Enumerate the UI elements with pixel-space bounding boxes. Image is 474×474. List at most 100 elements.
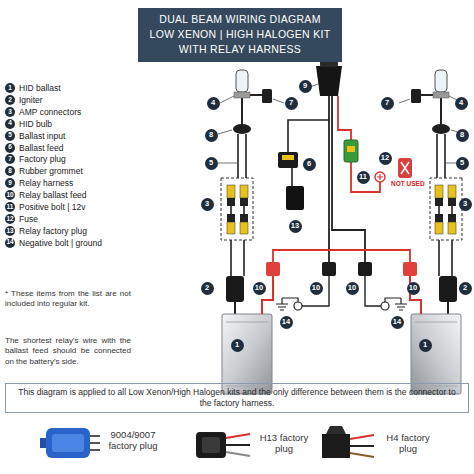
- node-text: 8: [8, 168, 12, 175]
- plug-wire: [226, 452, 250, 456]
- callout-number: 8: [205, 129, 218, 142]
- node-text: 10: [409, 284, 417, 292]
- plug-wire: [226, 444, 250, 446]
- callout-number: 7: [285, 97, 298, 110]
- node-text: 13: [291, 222, 299, 230]
- node-text: 2: [463, 284, 467, 292]
- list-bullet: 7: [5, 154, 15, 164]
- node-text: 11: [359, 173, 367, 181]
- callout-number: 2: [201, 282, 214, 295]
- callout-number: 9: [299, 80, 312, 93]
- node-text: 3: [8, 109, 12, 116]
- node-text: 6: [307, 160, 311, 168]
- callout-number: 4: [207, 97, 220, 110]
- node-text: 10: [255, 284, 263, 292]
- list-bullet: 6: [5, 143, 15, 153]
- list-bullet: 12: [5, 214, 15, 224]
- list-bullet: 9: [5, 178, 15, 188]
- callout-number: 7: [381, 97, 394, 110]
- plug-h4: [326, 426, 346, 434]
- callout-number: 6: [303, 158, 316, 171]
- relay-factory-plug: [286, 186, 304, 210]
- node-text: 2: [8, 97, 12, 104]
- relay-ballast-feed-plug: [322, 262, 336, 276]
- list-bullet: 14: [5, 238, 15, 248]
- right-lamp-assembly: [381, 70, 465, 394]
- node-text: 3: [463, 200, 467, 208]
- list-item: Relay harness: [19, 178, 73, 188]
- plug-9004: [46, 428, 90, 458]
- plus-sign: [377, 174, 383, 180]
- list-bullet: 10: [5, 190, 15, 200]
- list-item: Negative bolt | ground: [19, 238, 102, 248]
- node-text: 12: [6, 216, 13, 223]
- list-bullet: 8: [5, 166, 15, 176]
- relay-plug: [278, 152, 298, 168]
- node-text: 10: [6, 192, 13, 199]
- callout-number: 10: [310, 282, 323, 295]
- node-text: DUAL BEAM WIRING DIAGRAM: [150, 12, 331, 27]
- callout-number: 3: [201, 198, 214, 211]
- node-text: 14: [393, 318, 401, 326]
- plug-label: H4 factory plug: [380, 432, 436, 455]
- callout-number: 1: [231, 339, 244, 352]
- plug-h4: [322, 434, 350, 458]
- relay-ballast-feed-plug: [358, 262, 372, 276]
- list-item: Positive bolt | 12v: [19, 202, 85, 212]
- node-text: 1: [8, 85, 12, 92]
- list-item: Relay ballast feed: [19, 190, 87, 200]
- plug-9004: [52, 434, 84, 452]
- relay-feed-wire: [273, 250, 410, 262]
- ground-lead: [302, 276, 381, 306]
- callout-number: 14: [280, 316, 293, 329]
- callout-number: 4: [455, 97, 468, 110]
- relay-harness: [316, 66, 342, 96]
- callout-number: 13: [289, 220, 302, 233]
- plug-wire: [350, 445, 374, 447]
- plug-h13: [202, 437, 220, 453]
- node-text: 14: [282, 318, 290, 326]
- node-text: 10: [348, 284, 356, 292]
- callout-number: 2: [459, 282, 472, 295]
- list-item: Ballast feed: [19, 143, 63, 153]
- list-item: Igniter: [19, 95, 43, 105]
- plug-label: H13 factory plug: [256, 432, 312, 455]
- node-text: 12: [381, 154, 389, 162]
- node-text: 2: [205, 284, 209, 292]
- fuse: [347, 146, 355, 152]
- relay-wire: [328, 96, 330, 262]
- list-bullet: 2: [5, 95, 15, 105]
- node-text: WITH RELAY HARNESS: [150, 42, 331, 57]
- list-bullet: 1: [5, 83, 15, 93]
- callout-number: 5: [205, 157, 218, 170]
- callout-number: 14: [391, 316, 404, 329]
- node-text: 4: [459, 99, 463, 107]
- callout-number: 10: [407, 282, 420, 295]
- callout-number: 3: [459, 198, 472, 211]
- node-text: 4: [8, 120, 12, 127]
- relay-plug: [282, 155, 294, 160]
- callout-number: 10: [346, 282, 359, 295]
- relay-wire: [288, 120, 329, 152]
- list-bullet: 3: [5, 107, 15, 117]
- list-item: Fuse: [19, 214, 38, 224]
- list-bullet: 5: [5, 131, 15, 141]
- relay-wire: [291, 168, 293, 186]
- plug-wire: [350, 453, 374, 457]
- node-text: 5: [8, 132, 12, 139]
- list-item: HID bulb: [19, 119, 52, 129]
- note-text: The shortest relay's wire with the balla…: [5, 336, 131, 367]
- node-text: 9: [303, 82, 307, 90]
- node-text: 9: [8, 180, 12, 187]
- list-item: Factory plug: [19, 154, 66, 164]
- node-text: 4: [211, 99, 215, 107]
- list-item: Rubber grommet: [19, 166, 83, 176]
- node-text: 5: [209, 159, 213, 167]
- callout-number: 12: [379, 152, 392, 165]
- callout-number: 11: [357, 171, 370, 184]
- node-text: 3: [205, 200, 209, 208]
- node-text: 11: [7, 204, 14, 211]
- left-lamp-assembly: [218, 70, 302, 394]
- node-text: 14: [6, 239, 13, 246]
